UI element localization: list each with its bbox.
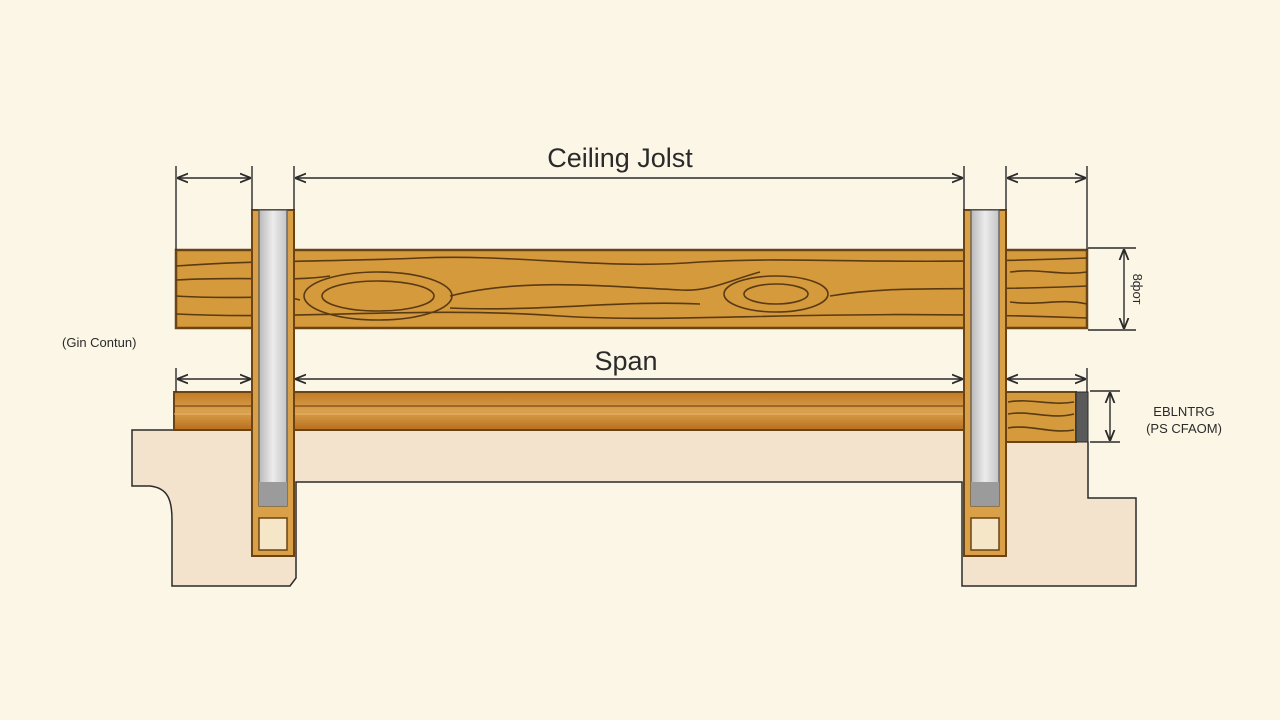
ceiling-joist bbox=[174, 248, 1089, 330]
depth-label: 8фот bbox=[1130, 274, 1145, 305]
beam-depth-dimension bbox=[1090, 390, 1120, 443]
span-label: Span bbox=[594, 346, 657, 376]
span-dimensions bbox=[175, 368, 1088, 392]
diagram-title: Ceiling Jolst bbox=[547, 143, 693, 173]
lower-beam bbox=[173, 391, 1089, 443]
left-note: (Gin Contun) bbox=[62, 335, 136, 350]
right-note-line2: (PS CFAOM) bbox=[1146, 421, 1222, 436]
left-post bbox=[251, 209, 295, 557]
depth-dimension bbox=[1088, 247, 1136, 331]
right-note-line1: EBLNTRG bbox=[1153, 404, 1214, 419]
wood-grain bbox=[175, 256, 1088, 321]
foundation-wall bbox=[131, 429, 1137, 587]
top-dimensions bbox=[175, 166, 1088, 250]
right-post bbox=[963, 209, 1007, 557]
